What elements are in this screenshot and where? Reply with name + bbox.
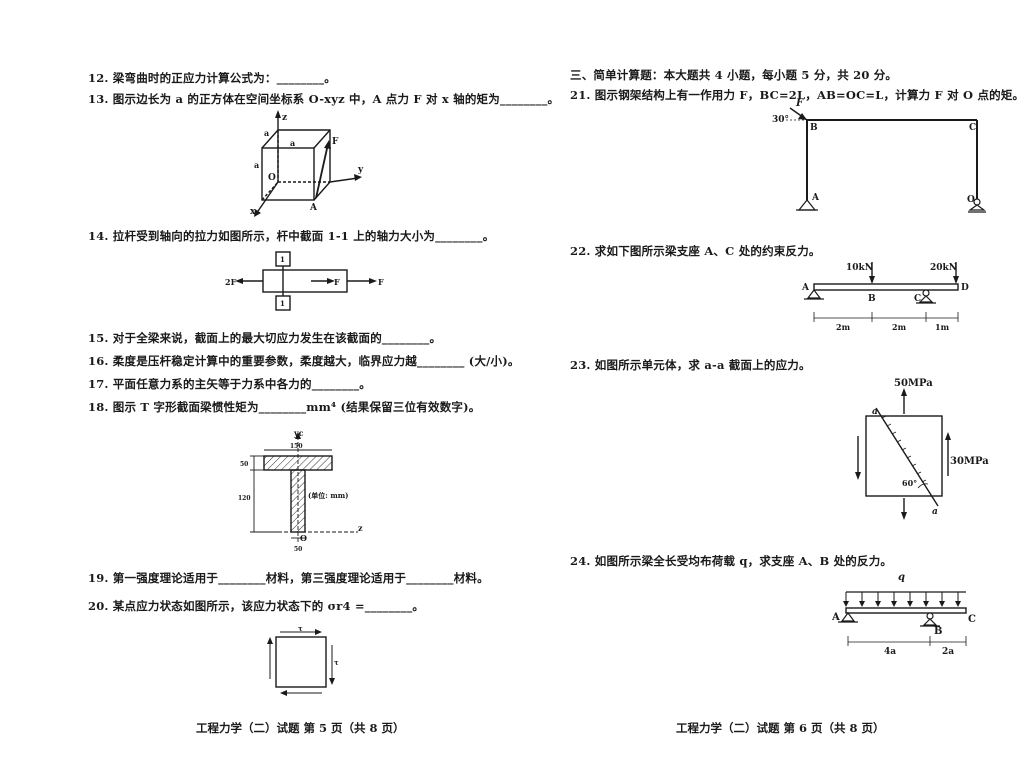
fig23-tau-30mpa: 30MPa — [950, 456, 989, 467]
fig13-z-label: z — [282, 113, 287, 123]
right-page-footer: 工程力学（二）试题 第 6 页（共 8 页） — [676, 721, 885, 735]
fig22-span-bc: 2m — [892, 322, 907, 332]
fig18-height-120: 120 — [238, 495, 251, 502]
fig22-span-ab: 2m — [836, 322, 851, 332]
fig18-z-label: z — [358, 523, 363, 533]
fig24-span-4a: 4a — [884, 647, 896, 657]
fig21-a-label: A — [811, 193, 820, 203]
fig14-mid-force: F — [334, 277, 340, 287]
fig18-origin-label: O — [300, 533, 307, 543]
fig22-load-20kn: 20kN — [930, 263, 957, 273]
question-14: 14. 拉杆受到轴向的拉力如图所示，杆中截面 1-1 上的轴力大小为______… — [88, 229, 495, 243]
fig14-section-bottom: 1 — [280, 299, 285, 308]
fig13-y-label: y — [357, 165, 364, 175]
fig22-a-label: A — [801, 283, 810, 293]
fig21-force-label: F — [795, 98, 804, 109]
fig24-b-label: B — [934, 626, 942, 637]
fig18-yc-label: yc — [293, 428, 304, 438]
fig14-bar-diagram: 2F F F 1 1 — [225, 251, 384, 311]
fig22-beam-diagram: 10kN 20kN A B C D 2m 2m 1m — [801, 262, 969, 332]
question-22: 22. 求如下图所示梁支座 A、C 处的约束反力。 — [570, 244, 821, 258]
fig18-width-50: 50 — [294, 546, 302, 553]
question-23: 23. 如图所示单元体，求 a-a 截面上的应力。 — [570, 358, 811, 372]
fig22-b-label: B — [868, 294, 876, 304]
fig24-span-2a: 2a — [942, 647, 954, 657]
fig18-t-section-diagram: yc 150 50 120 (单位: mm) z O 50 — [238, 428, 363, 553]
fig21-angle-label: 30° — [772, 115, 789, 125]
fig24-q-label: q — [898, 572, 905, 583]
fig23-sigma-50mpa: 50MPa — [894, 378, 933, 389]
fig14-left-force: 2F — [225, 277, 237, 287]
fig18-width-150: 150 — [290, 443, 303, 450]
left-page-footer: 工程力学（二）试题 第 5 页（共 8 页） — [196, 721, 405, 735]
question-12: 12. 梁弯曲时的正应力计算公式为：________。 — [88, 71, 336, 85]
fig13-edge-a-label: a — [290, 138, 295, 148]
fig23-angle-60: 60° — [902, 478, 917, 488]
fig18-unit-label: (单位: mm) — [308, 491, 348, 500]
fig13-edge-a-label: a — [254, 160, 259, 170]
fig24-c-label: C — [968, 614, 976, 625]
fig21-frame-diagram: F 30° B C A O — [772, 98, 986, 213]
question-19: 19. 第一强度理论适用于________材料，第三强度理论适用于_______… — [88, 571, 489, 585]
fig21-o-label: O — [967, 195, 975, 205]
fig18-height-50: 50 — [240, 461, 248, 468]
fig21-b-label: B — [810, 123, 818, 133]
fig20-tau-right: τ — [334, 658, 339, 667]
question-16: 16. 柔度是压杆稳定计算中的重要参数，柔度越大，临界应力越________ (… — [88, 354, 520, 368]
question-18: 18. 图示 T 字形截面梁惯性矩为________mm⁴ (结果保留三位有效数… — [88, 400, 481, 414]
fig22-d-label: D — [961, 283, 969, 293]
question-15: 15. 对于全梁来说，截面上的最大切应力发生在该截面的________。 — [88, 331, 442, 345]
fig14-right-force: F — [378, 277, 384, 287]
question-21: 21. 图示钢架结构上有一作用力 F，BC=2L，AB=OC=L，计算力 F 对… — [570, 88, 1024, 102]
fig20-tau-top: τ — [298, 624, 303, 633]
fig22-load-10kn: 10kN — [846, 263, 873, 273]
fig13-edge-a-label: a — [264, 128, 269, 138]
fig24-beam-diagram: q A B C 4a 2a — [831, 572, 976, 657]
fig22-span-cd: 1m — [935, 322, 950, 332]
fig13-point-a-label: A — [309, 203, 318, 213]
fig24-a-label: A — [831, 612, 840, 623]
fig22-c-label: C — [914, 294, 921, 304]
fig23-a-top: a — [872, 407, 878, 417]
fig13-cube-diagram: z y x O F A a a a — [250, 110, 364, 217]
fig13-x-label: x — [250, 207, 256, 217]
question-24: 24. 如图所示梁全长受均布荷载 q，求支座 A、B 处的反力。 — [570, 554, 893, 568]
fig14-section-top: 1 — [280, 255, 285, 264]
question-17: 17. 平面任意力系的主矢等于力系中各力的________。 — [88, 377, 372, 391]
fig23-a-bottom: a — [932, 507, 938, 517]
question-20: 20. 某点应力状态如图所示，该应力状态下的 σr4 =________。 — [88, 599, 425, 613]
fig23-stress-element-diagram: 50MPa 30MPa a a 60° — [855, 378, 989, 520]
fig20-stress-element-diagram: τ τ — [267, 624, 339, 696]
fig21-c-label: C — [969, 123, 976, 133]
fig13-force-label: F — [332, 137, 339, 147]
question-13: 13. 图示边长为 a 的正方体在空间坐标系 O-xyz 中，A 点力 F 对 … — [88, 92, 560, 106]
section-heading: 三、简单计算题：本大题共 4 小题，每小题 5 分，共 20 分。 — [570, 68, 898, 82]
fig13-origin-label: O — [268, 173, 276, 183]
